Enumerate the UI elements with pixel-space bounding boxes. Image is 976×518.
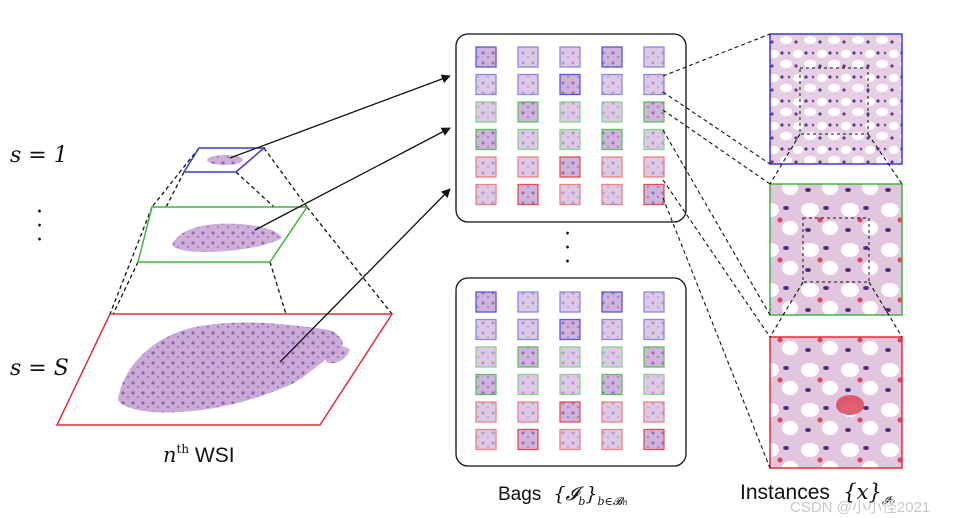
level-arrows bbox=[229, 74, 451, 363]
instance-green bbox=[769, 183, 903, 316]
bag-top-patch-green bbox=[601, 128, 623, 151]
bag-bottom-patch-blue bbox=[517, 291, 539, 313]
bag-bottom-patch-red bbox=[643, 428, 665, 451]
scale-label-top: s = 1 bbox=[10, 143, 68, 168]
bag-top-patch-red bbox=[601, 156, 623, 178]
bag-top-patch-red bbox=[475, 156, 497, 178]
bag-top-patch-red bbox=[559, 183, 581, 206]
bag-bottom-patch-blue bbox=[475, 318, 497, 341]
bag-bottom-patch-green bbox=[643, 373, 665, 396]
bag-bottom-patch-blue bbox=[643, 291, 665, 313]
vertical-dots-middle: ··· bbox=[564, 222, 571, 275]
bag-top-patch-red bbox=[517, 156, 539, 178]
bag-top-patch-green bbox=[475, 101, 497, 123]
bag-bottom-patch-blue bbox=[475, 291, 497, 313]
bag-top-patch-blue bbox=[643, 73, 665, 96]
bag-bottom-patch-blue bbox=[643, 318, 665, 341]
bag-top-patch-green bbox=[643, 128, 665, 151]
bags-label: Bags {𝓘b}b∈𝓑n bbox=[498, 483, 628, 509]
bag-bottom-patch-red bbox=[475, 401, 497, 423]
bag-top-patch-green bbox=[559, 101, 581, 123]
bag-bottom-patch-green bbox=[517, 346, 539, 368]
instances-label: Instances {x}𝓘b bbox=[740, 480, 894, 508]
bag-bottom-patch-green bbox=[517, 373, 539, 396]
bags-word: Bags bbox=[498, 484, 542, 505]
bag-top-patch-red bbox=[643, 156, 665, 178]
instances-word: Instances bbox=[740, 481, 830, 504]
bag-bottom-patch-blue bbox=[601, 318, 623, 341]
bags-set-sub: b bbox=[578, 495, 586, 508]
level-bottom-red bbox=[55, 313, 394, 426]
bag-bottom-patch-red bbox=[601, 401, 623, 423]
bags-set-close: } bbox=[585, 483, 598, 505]
instance-blue bbox=[769, 33, 903, 165]
instances-index: 𝓘 bbox=[881, 494, 890, 507]
bag-top-patch-blue bbox=[475, 73, 497, 96]
bag-top-patch-green bbox=[517, 128, 539, 151]
bag-bottom-patch-green bbox=[601, 373, 623, 396]
bag-top-patch-red bbox=[517, 183, 539, 206]
bag-bottom-patch-blue bbox=[601, 291, 623, 313]
level-middle-green bbox=[137, 206, 309, 263]
bag-bottom-patch-green bbox=[475, 346, 497, 368]
bag-top-patch-blue bbox=[559, 46, 581, 68]
bag-top-patch-blue bbox=[559, 73, 581, 96]
bag-bottom-patch-blue bbox=[517, 318, 539, 341]
scale-label-bottom: s = S bbox=[10, 356, 69, 381]
bag-top-patch-red bbox=[559, 156, 581, 178]
bag-top-patch-green bbox=[643, 101, 665, 123]
bag-top-patch-red bbox=[601, 183, 623, 206]
bag-bottom-patch-blue bbox=[559, 318, 581, 341]
bag-top-patch-green bbox=[475, 128, 497, 151]
bag-top-patch-green bbox=[559, 128, 581, 151]
bag-bottom-patch-red bbox=[475, 428, 497, 451]
bag-bottom-patch-green bbox=[475, 373, 497, 396]
instance-connectors bbox=[662, 33, 903, 469]
bag-bottom-patch-green bbox=[559, 373, 581, 396]
bag-box-top bbox=[455, 33, 687, 223]
bags-set: {𝓘 bbox=[553, 483, 579, 505]
bag-grid-top bbox=[475, 46, 665, 206]
bag-top-patch-red bbox=[475, 183, 497, 206]
wsi-suffix: WSI bbox=[189, 444, 235, 467]
wsi-label: nth WSI bbox=[163, 442, 235, 468]
instances-set: {x} bbox=[843, 480, 882, 504]
vertical-dots-left: ··· bbox=[36, 200, 43, 253]
wsi-sup: th bbox=[176, 442, 190, 456]
bag-bottom-patch-red bbox=[517, 401, 539, 423]
instance-red bbox=[769, 336, 903, 469]
bag-bottom-patch-red bbox=[559, 428, 581, 451]
bag-bottom-patch-green bbox=[601, 346, 623, 368]
bag-top-patch-blue bbox=[475, 46, 497, 68]
bag-top-patch-blue bbox=[517, 46, 539, 68]
bag-grid-bottom bbox=[475, 291, 665, 451]
bags-index-sub: n bbox=[622, 498, 628, 507]
bag-bottom-patch-red bbox=[517, 428, 539, 451]
level-top-blue bbox=[182, 147, 267, 173]
bag-top-patch-green bbox=[517, 101, 539, 123]
bag-top-patch-blue bbox=[643, 46, 665, 68]
bag-top-patch-blue bbox=[517, 73, 539, 96]
bag-bottom-patch-blue bbox=[559, 291, 581, 313]
bag-box-bottom bbox=[455, 277, 687, 467]
bag-bottom-patch-red bbox=[559, 401, 581, 423]
watermark: CSDN @小小怪2021 bbox=[790, 499, 931, 516]
instances-index-sub: b bbox=[889, 497, 895, 506]
bag-bottom-patch-green bbox=[559, 346, 581, 368]
bag-top-patch-blue bbox=[601, 46, 623, 68]
wsi-prefix: n bbox=[163, 443, 177, 467]
bag-bottom-patch-green bbox=[643, 346, 665, 368]
bag-top-patch-red bbox=[643, 183, 665, 206]
bag-top-patch-green bbox=[601, 101, 623, 123]
bag-top-patch-blue bbox=[601, 73, 623, 96]
bags-index: b∈𝓑 bbox=[597, 495, 623, 508]
bag-bottom-patch-red bbox=[643, 401, 665, 423]
bag-bottom-patch-red bbox=[601, 428, 623, 451]
